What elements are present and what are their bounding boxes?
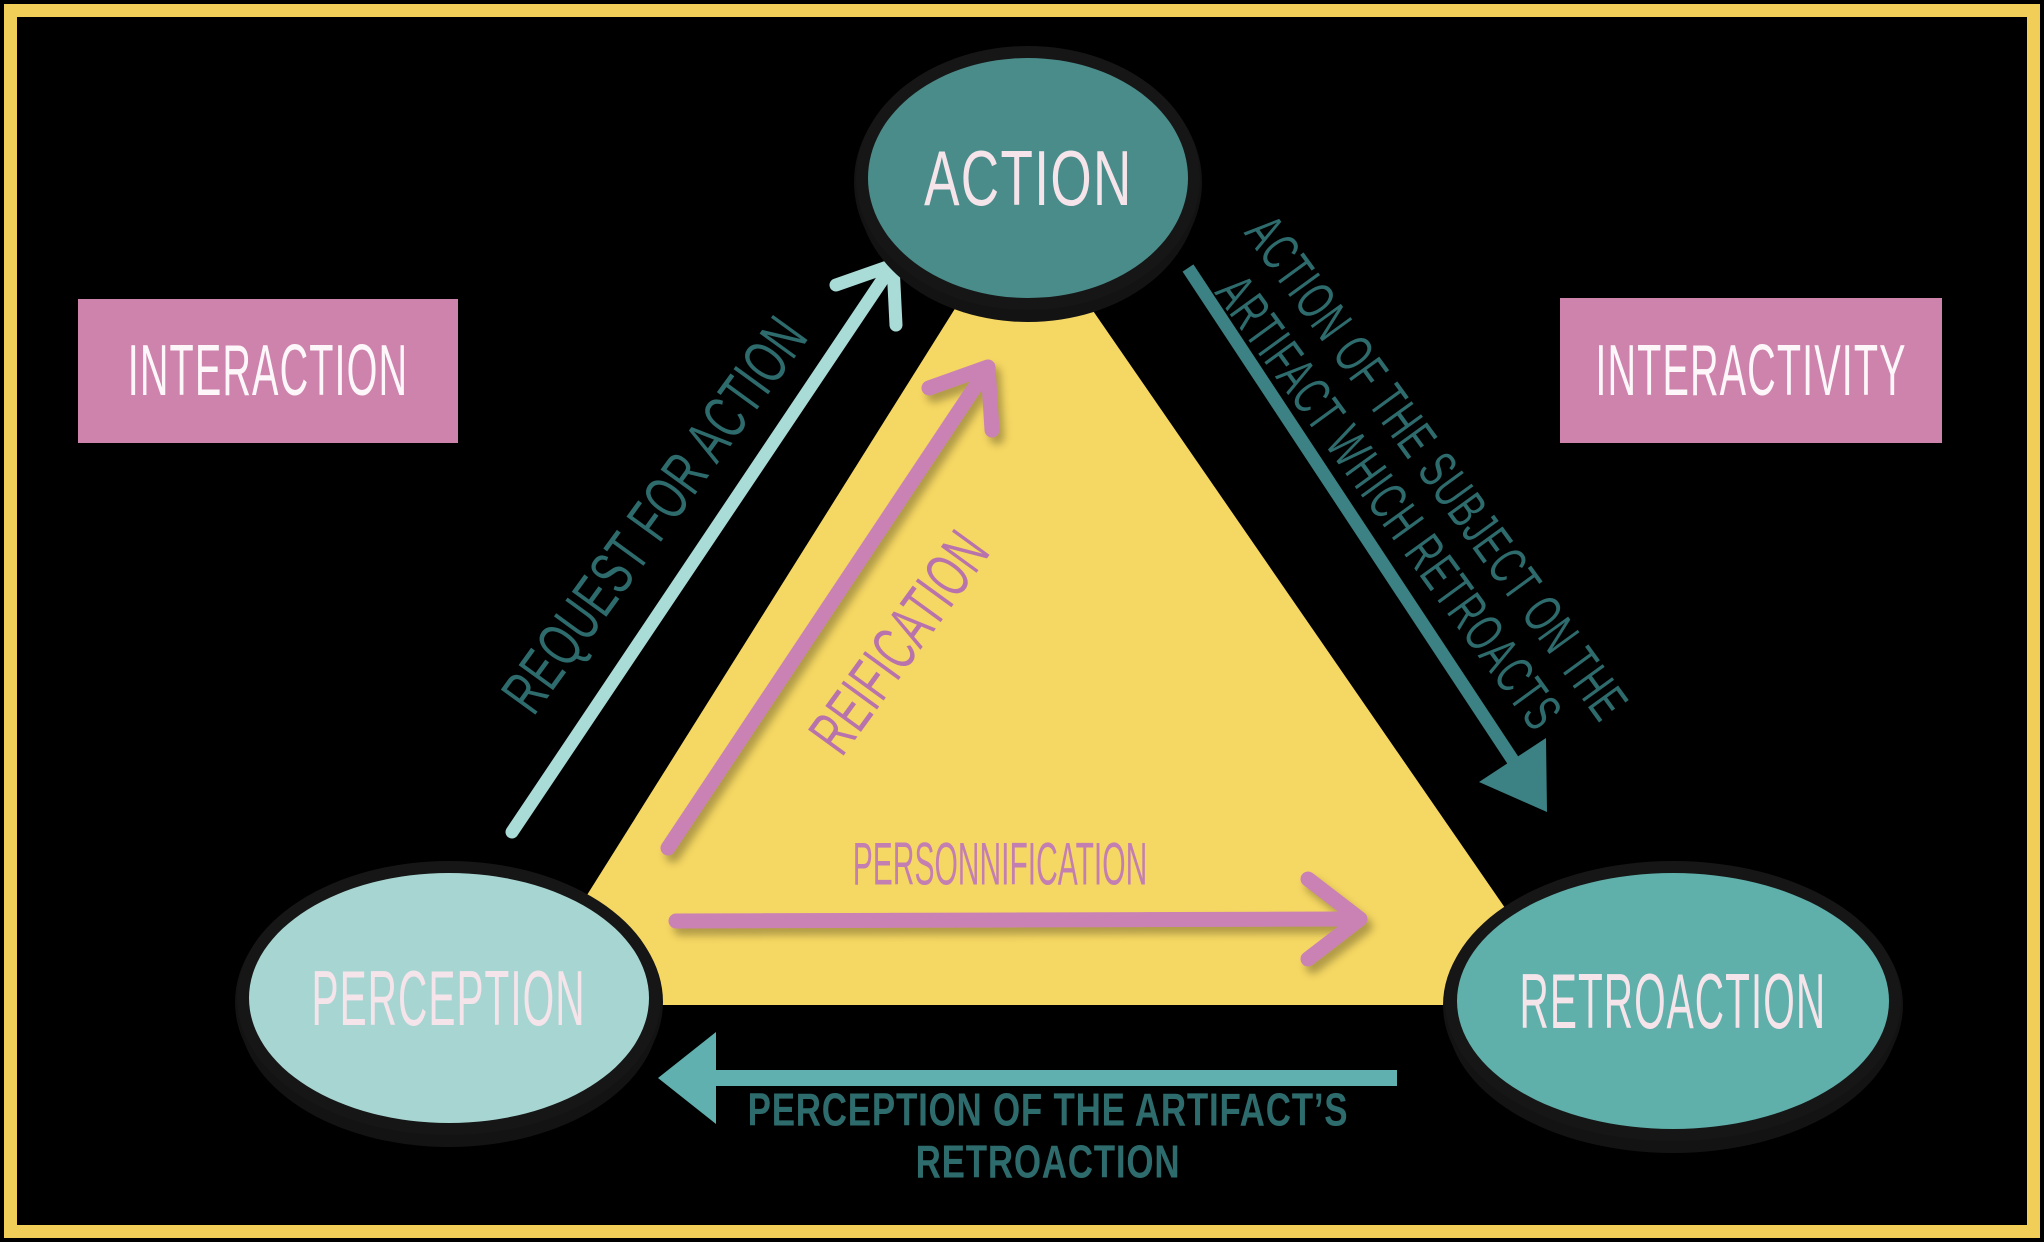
interaction-box: INTERACTION — [78, 299, 458, 443]
node-label: RETROACTION — [1519, 956, 1827, 1045]
box-label: INTERACTION — [127, 331, 409, 411]
interactivity-box: INTERACTIVITY — [1560, 298, 1942, 443]
retroaction-perception-arrow — [658, 1032, 1397, 1124]
subject-action-arrow — [1182, 264, 1547, 812]
edge-label-personnification: PERSONNIFICATION — [852, 830, 1148, 898]
node-perception: PERCEPTION — [237, 861, 661, 1135]
node-retroaction: RETROACTION — [1445, 861, 1901, 1141]
edge-label-line: PERCEPTION OF THE ARTIFACT’S — [747, 1083, 1349, 1136]
personnification-arrow — [668, 871, 1368, 967]
triangle-shape — [518, 205, 1572, 1005]
edge-label-artifact-retroaction: PERCEPTION OF THE ARTIFACT’S RETROACTION — [653, 1084, 1443, 1187]
node-label: PERCEPTION — [311, 953, 587, 1042]
edge-label-line: RETROACTION — [915, 1135, 1181, 1187]
box-label: INTERACTIVITY — [1595, 330, 1907, 411]
node-label: ACTION — [923, 133, 1133, 222]
request-for-action-arrow — [505, 258, 903, 839]
reification-arrow — [660, 359, 1000, 856]
